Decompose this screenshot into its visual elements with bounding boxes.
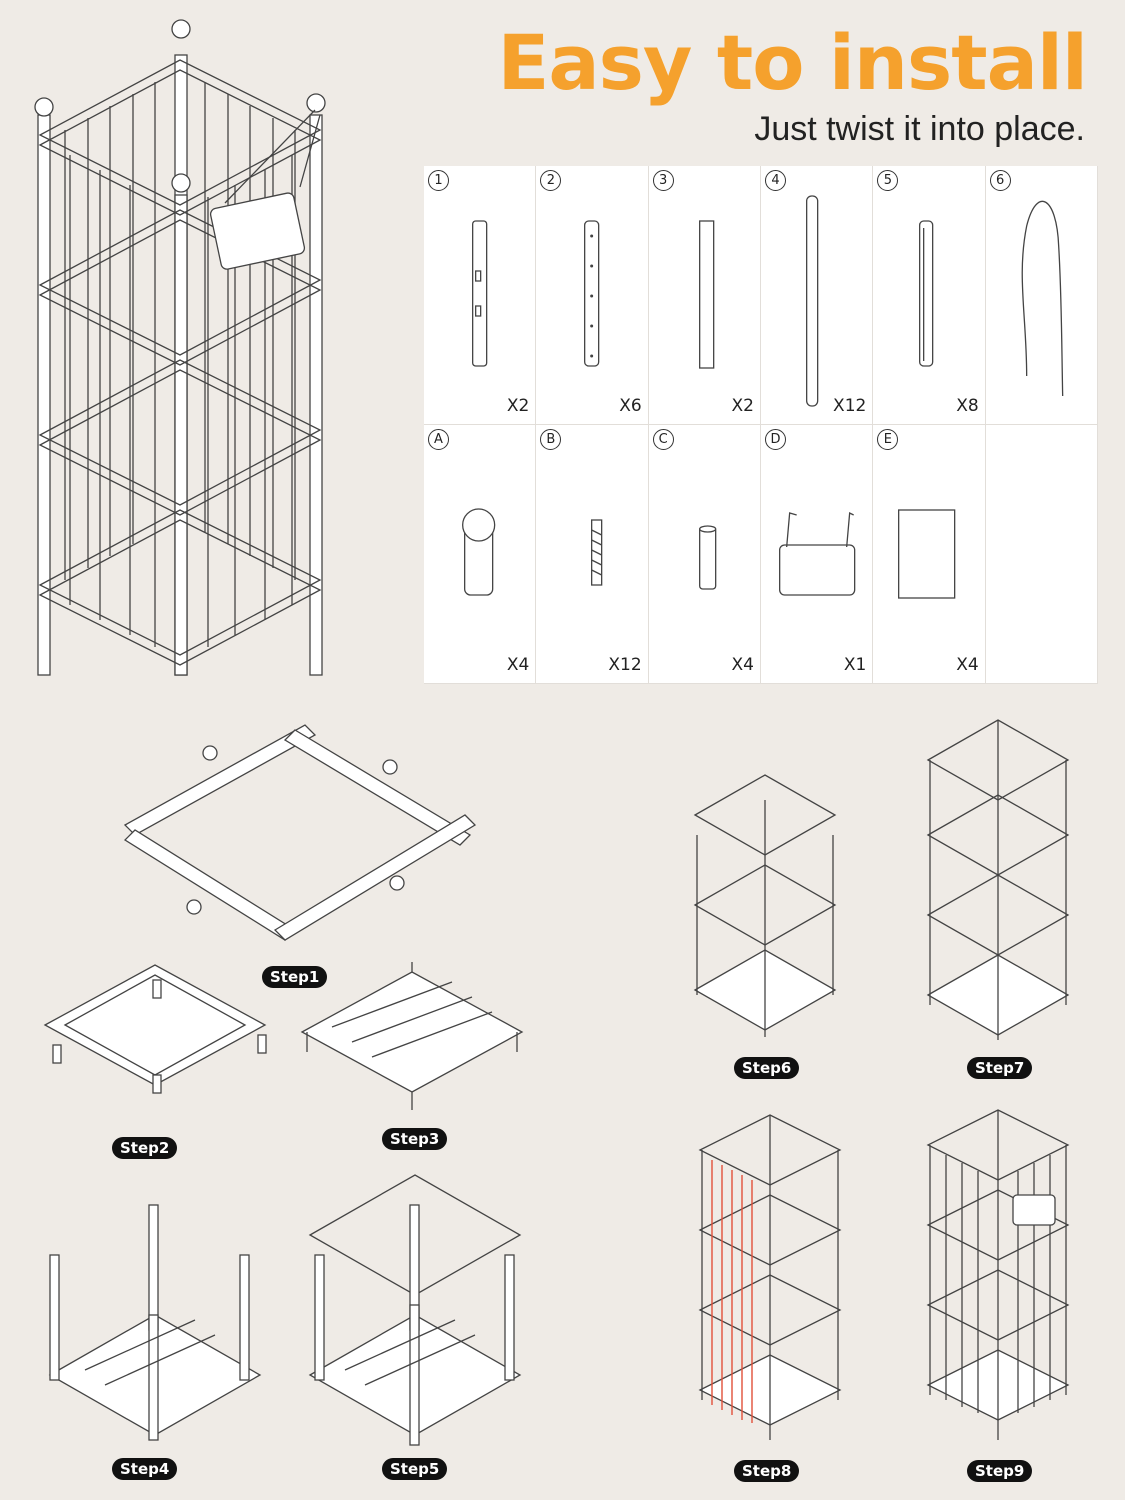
part-quantity: X4 [956,655,979,675]
screw-icon [591,519,603,586]
headline: Easy to install [497,18,1088,107]
part-cell: 3 X2 [648,166,761,425]
part-label: B [540,429,562,450]
step4-badge: Step4 [112,1458,178,1480]
step8-badge: Step8 [734,1460,800,1482]
step3-diagram [300,962,524,1110]
part-quantity: X4 [731,655,754,675]
step6-diagram [693,774,837,1037]
part-quantity: X8 [956,396,979,416]
part-cell: C X4 [648,425,761,684]
step1-badge: Step1 [262,966,328,988]
part-label: 2 [540,170,562,191]
part-label: 1 [428,170,449,191]
step9-badge: Step9 [967,1460,1033,1482]
step5-diagram [308,1174,522,1446]
assembled-stand-illustration [34,19,326,676]
part-label: 6 [989,170,1011,191]
step6-badge: Step6 [734,1057,800,1079]
step3-badge: Step3 [382,1128,448,1150]
wire-icon [1021,200,1063,397]
part-cell-empty [985,425,1098,684]
part-quantity: X2 [731,396,754,416]
part-quantity: X6 [619,396,642,416]
part-cell: B X12 [536,425,649,684]
step7-diagram [926,719,1070,1040]
part-cell: E X4 [873,425,986,684]
part-quantity: X2 [506,396,530,416]
step7-badge: Step7 [967,1057,1033,1079]
panel-icon [898,509,956,599]
step4-diagram [48,1204,262,1441]
part-label: A [428,429,449,450]
part-cell: 6 [985,166,1098,425]
part-label: D [765,429,786,450]
part-quantity: X1 [843,655,867,675]
part-label: E [877,429,899,450]
part-cell: D X1 [761,425,874,684]
part-cell: 5 X8 [873,166,986,425]
bracket-with-tabs-icon [472,220,488,367]
part-quantity: X4 [506,655,530,675]
step9-diagram [926,1109,1070,1440]
parts-list: 1 X2 2 X6 3 X2 4 X12 5 X8 6 A X4 B X12 C [424,166,1098,684]
foot-icon [698,525,716,590]
step8-diagram [698,1114,842,1440]
rod-icon [806,195,819,407]
part-label: C [652,429,674,450]
slat-icon [698,220,714,369]
step5-badge: Step5 [382,1458,448,1480]
bracket-notched-icon [919,220,934,367]
part-label: 3 [652,170,674,191]
ball-cap-icon [462,508,496,596]
step1-diagram [123,724,477,941]
part-cell: 4 X12 [761,166,874,425]
step2-badge: Step2 [112,1137,178,1159]
part-quantity: X12 [608,655,642,675]
part-label: 5 [877,170,899,191]
part-cell: A X4 [424,425,537,684]
part-cell: 2 X6 [536,166,649,425]
hanging-sign-icon [779,511,856,596]
step2-diagram [43,964,267,1094]
subheadline: Just twist it into place. [754,110,1085,148]
part-label: 4 [765,170,786,191]
bracket-plain-icon [584,220,600,367]
part-quantity: X12 [833,396,867,416]
part-cell: 1 X2 [424,166,537,425]
